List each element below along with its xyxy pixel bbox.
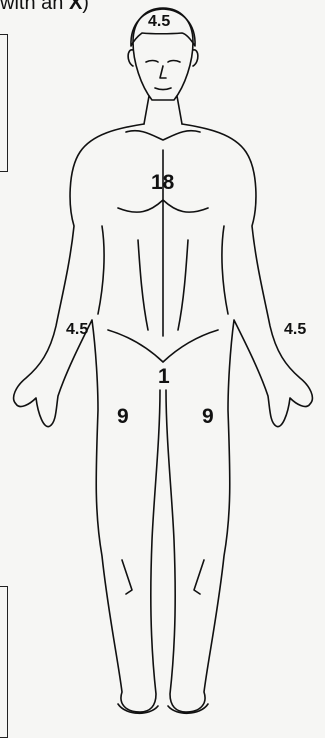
mouth — [155, 88, 171, 90]
left-arm-inner — [98, 226, 104, 314]
eyes — [146, 61, 180, 63]
right-arm-inner — [222, 226, 228, 314]
knee-marks — [122, 560, 204, 594]
label-left-leg: 9 — [117, 406, 129, 427]
ears — [128, 50, 198, 66]
collar — [126, 131, 200, 140]
nose — [160, 66, 166, 78]
label-torso-front: 18 — [151, 172, 174, 193]
label-genital: 1 — [158, 366, 170, 387]
label-head: 4.5 — [148, 14, 170, 30]
label-right-arm: 4.5 — [284, 322, 306, 338]
feet — [118, 704, 208, 713]
label-left-arm: 4.5 — [66, 322, 88, 338]
label-right-leg: 9 — [202, 406, 214, 427]
